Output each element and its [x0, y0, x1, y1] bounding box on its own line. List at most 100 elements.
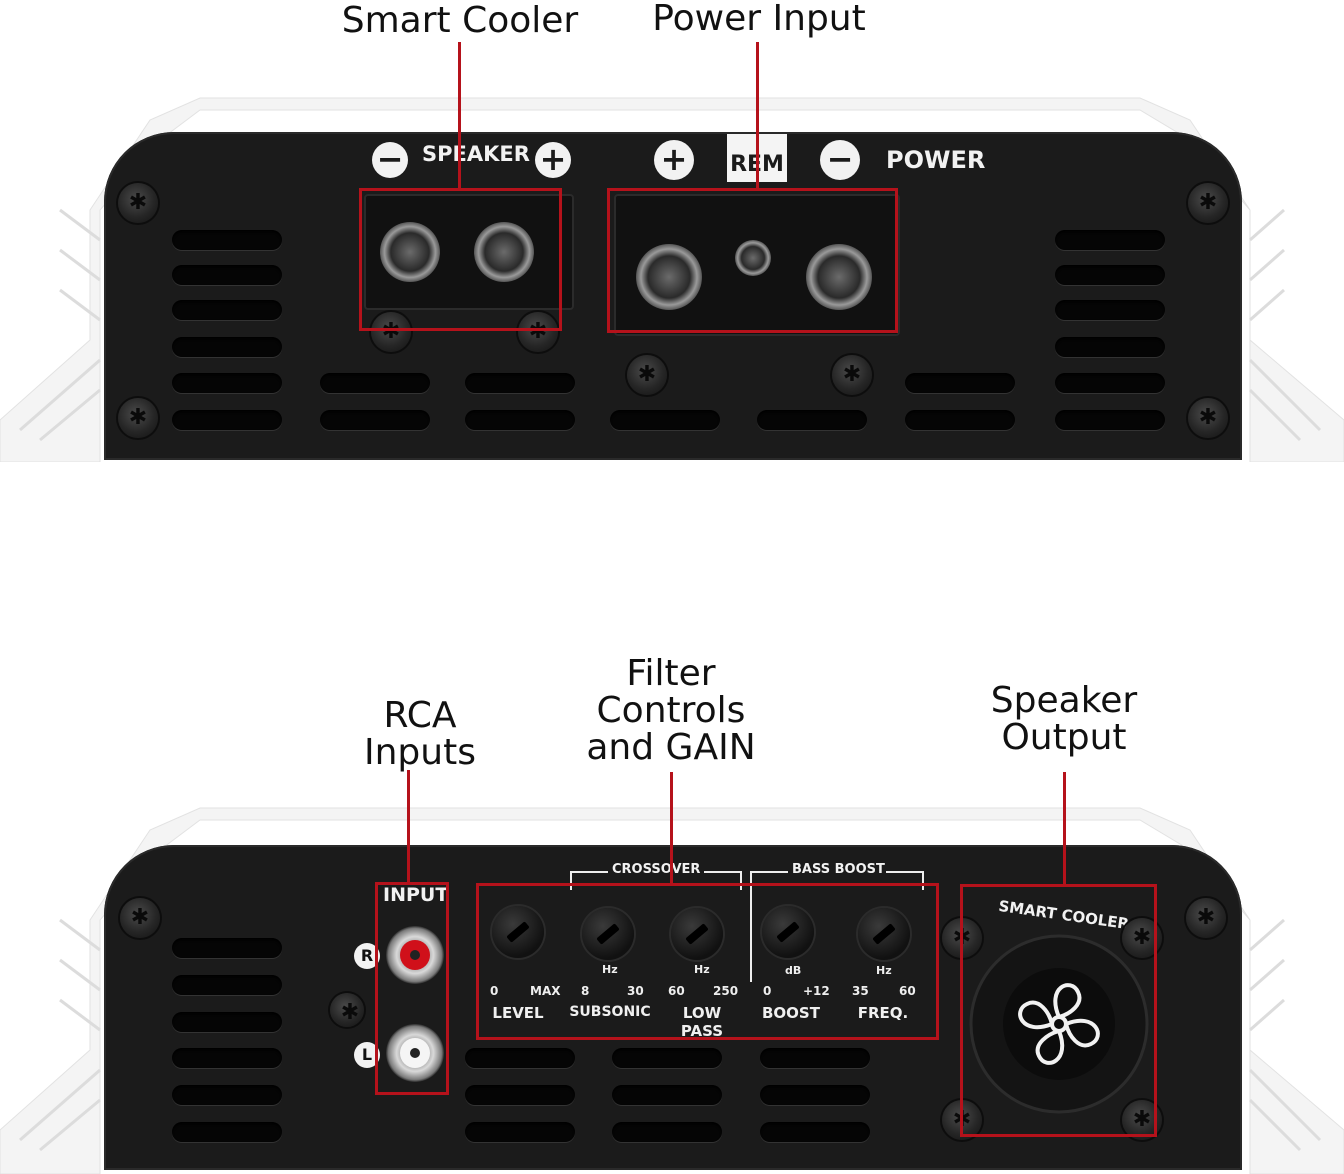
vent-slot [1055, 265, 1165, 285]
freq-unit-label: Hz [876, 964, 892, 977]
vent-slot [760, 1085, 870, 1105]
level-max-label: MAX [530, 984, 561, 998]
subsonic-max-label: 30 [627, 984, 644, 998]
vent-slot [465, 1085, 575, 1105]
vent-slot [320, 410, 430, 430]
level-knob[interactable] [492, 906, 544, 958]
subsonic-min-label: 8 [581, 984, 590, 998]
smart-cooler-leader [458, 42, 461, 190]
speaker-terminal-positive[interactable] [474, 222, 534, 282]
speaker-terminal-label: SPEAKER [422, 142, 530, 166]
vent-slot [465, 410, 575, 430]
vent-slot [1055, 300, 1165, 320]
speaker-output-callout: Speaker Output [972, 682, 1156, 756]
plus-icon: + [535, 142, 571, 178]
rca-inputs-callout-line: Inputs [364, 732, 476, 773]
speaker-terminal-negative[interactable] [380, 222, 440, 282]
vent-slot [172, 265, 282, 285]
freq-knob[interactable] [858, 908, 910, 960]
vent-slot [172, 1085, 282, 1105]
input-label: INPUT [383, 884, 449, 906]
vent-slot [760, 1048, 870, 1068]
boost-max-label: +12 [803, 984, 830, 998]
crossover-label: CROSSOVER [612, 862, 701, 877]
subsonic-unit-label: Hz [602, 963, 618, 976]
vent-slot [172, 300, 282, 320]
power-input-leader [756, 42, 759, 190]
boost-min-label: 0 [763, 984, 772, 998]
speaker-output-highlight [960, 884, 1157, 1137]
filter-controls-highlight [476, 883, 939, 1040]
rca-inputs-callout-line: RCA [383, 695, 457, 736]
filter-controls-callout-line: and GAIN [586, 727, 756, 768]
bass-boost-label: BASS BOOST [792, 862, 885, 877]
power-terminal-positive[interactable] [636, 244, 702, 310]
speaker-output-callout-line: Output [1001, 717, 1127, 758]
low-pass-knob[interactable] [671, 908, 723, 960]
rca-left-insert [400, 1038, 430, 1068]
screw-icon [518, 312, 558, 352]
vent-slot [760, 1122, 870, 1142]
vent-slot [465, 1048, 575, 1068]
vent-slot [172, 1122, 282, 1142]
minus-icon: − [820, 140, 860, 180]
subsonic-label: SUBSONIC [569, 1004, 651, 1020]
filter-controls-callout-line: Filter [626, 653, 716, 694]
vent-slot [172, 938, 282, 958]
smart-cooler-callout: Smart Cooler [341, 0, 579, 41]
screw-icon [1188, 398, 1228, 438]
filter-controls-callout-line: Controls [596, 690, 746, 731]
power-input-highlight [607, 188, 898, 333]
screw-icon [832, 355, 872, 395]
vent-slot [905, 373, 1015, 393]
boost-label: BOOST [762, 1004, 820, 1022]
vent-slot [757, 410, 867, 430]
freq-min-label: 35 [852, 984, 869, 998]
filter-controls-leader [670, 772, 673, 884]
vent-slot [465, 373, 575, 393]
screw-icon [330, 993, 370, 1033]
level-label: LEVEL [492, 1004, 544, 1022]
plus-icon: + [654, 140, 694, 180]
speaker-output-leader [1063, 772, 1066, 885]
vent-slot [610, 410, 720, 430]
vent-slot [465, 1122, 575, 1142]
freq-label: FREQ. [857, 1004, 909, 1022]
screw-icon [118, 398, 158, 438]
vent-slot [612, 1048, 722, 1068]
low-pass-min-label: 60 [668, 984, 685, 998]
remote-terminal[interactable] [735, 240, 771, 276]
vent-slot [1055, 337, 1165, 357]
screw-icon [627, 355, 667, 395]
rca-inputs-leader [407, 770, 410, 884]
vent-slot [1055, 373, 1165, 393]
vent-slot [172, 410, 282, 430]
vent-slot [172, 975, 282, 995]
speaker-output-callout-line: Speaker [990, 680, 1138, 721]
rca-inputs-highlight [375, 882, 449, 1095]
vent-slot [1055, 230, 1165, 250]
power-terminal-ground[interactable] [806, 244, 872, 310]
low-pass-label: LOW PASS [680, 1004, 724, 1040]
vent-slot [172, 230, 282, 250]
vent-slot [172, 1048, 282, 1068]
power-terminal-label: POWER [886, 146, 986, 174]
minus-icon: − [372, 142, 408, 178]
rca-right-insert [400, 940, 430, 970]
boost-knob[interactable] [762, 906, 814, 958]
vent-slot [172, 1012, 282, 1032]
vent-slot [172, 337, 282, 357]
screw-icon [118, 183, 158, 223]
level-min-label: 0 [490, 984, 499, 998]
screw-icon [1188, 183, 1228, 223]
rca-left-input[interactable] [386, 1024, 444, 1082]
subsonic-knob[interactable] [582, 908, 634, 960]
vent-slot [1055, 410, 1165, 430]
filter-controls-callout: Filter Controls and GAIN [566, 655, 776, 766]
vent-slot [320, 373, 430, 393]
screw-icon [1186, 898, 1226, 938]
smart-cooler-fan [966, 892, 1152, 1128]
rca-right-input[interactable] [386, 926, 444, 984]
power-input-callout: Power Input [652, 0, 866, 39]
boost-unit-label: dB [785, 964, 802, 977]
